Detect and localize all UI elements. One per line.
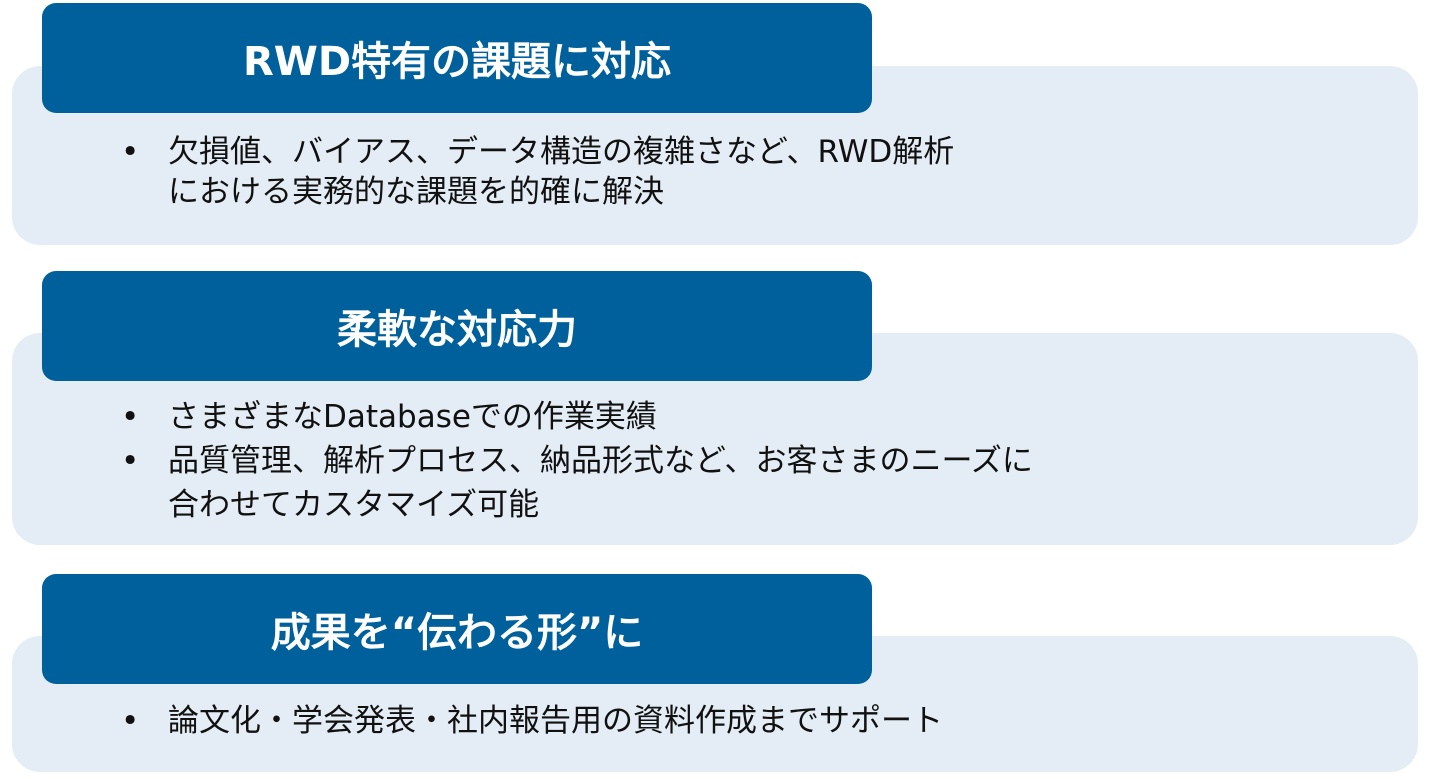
- bullet: •: [121, 703, 140, 739]
- section-3-title: 成果を“伝わる形”に: [42, 574, 872, 684]
- bullet-text: 欠損値、バイアス、データ構造の複雑さなど、RWD解析: [168, 134, 955, 170]
- bullet: •: [121, 134, 140, 170]
- list-item: • さまざまなDatabaseでの作業実績: [115, 395, 1033, 439]
- section-2-list: • さまざまなDatabaseでの作業実績 • 品質管理、解析プロセス、納品形式など…: [115, 395, 1033, 527]
- bullet-text: さまざまなDatabaseでの作業実績: [168, 399, 657, 435]
- bullet-text: 合わせてカスタマイズ可能: [168, 487, 540, 523]
- bullet-text: における実務的な課題を的確に解決: [168, 174, 664, 210]
- section-3-list: • 論文化・学会発表・社内報告用の資料作成までサポート: [115, 701, 943, 741]
- bullet: •: [121, 399, 140, 435]
- list-item: • 欠損値、バイアス、データ構造の複雑さなど、RWD解析における実務的な課題を的確…: [115, 132, 954, 212]
- section-1-list: • 欠損値、バイアス、データ構造の複雑さなど、RWD解析における実務的な課題を的確…: [115, 132, 954, 212]
- bullet-text: 品質管理、解析プロセス、納品形式など、お客さまのニーズに: [168, 443, 1033, 479]
- section-2-title: 柔軟な対応力: [42, 271, 872, 381]
- bullet-text: 論文化・学会発表・社内報告用の資料作成までサポート: [168, 703, 943, 739]
- list-item: • 論文化・学会発表・社内報告用の資料作成までサポート: [115, 701, 943, 741]
- bullet: •: [121, 443, 140, 479]
- list-item: • 品質管理、解析プロセス、納品形式など、お客さまのニーズに合わせてカスタマイズ可…: [115, 439, 1033, 527]
- section-1-title: RWD特有の課題に対応: [42, 3, 872, 113]
